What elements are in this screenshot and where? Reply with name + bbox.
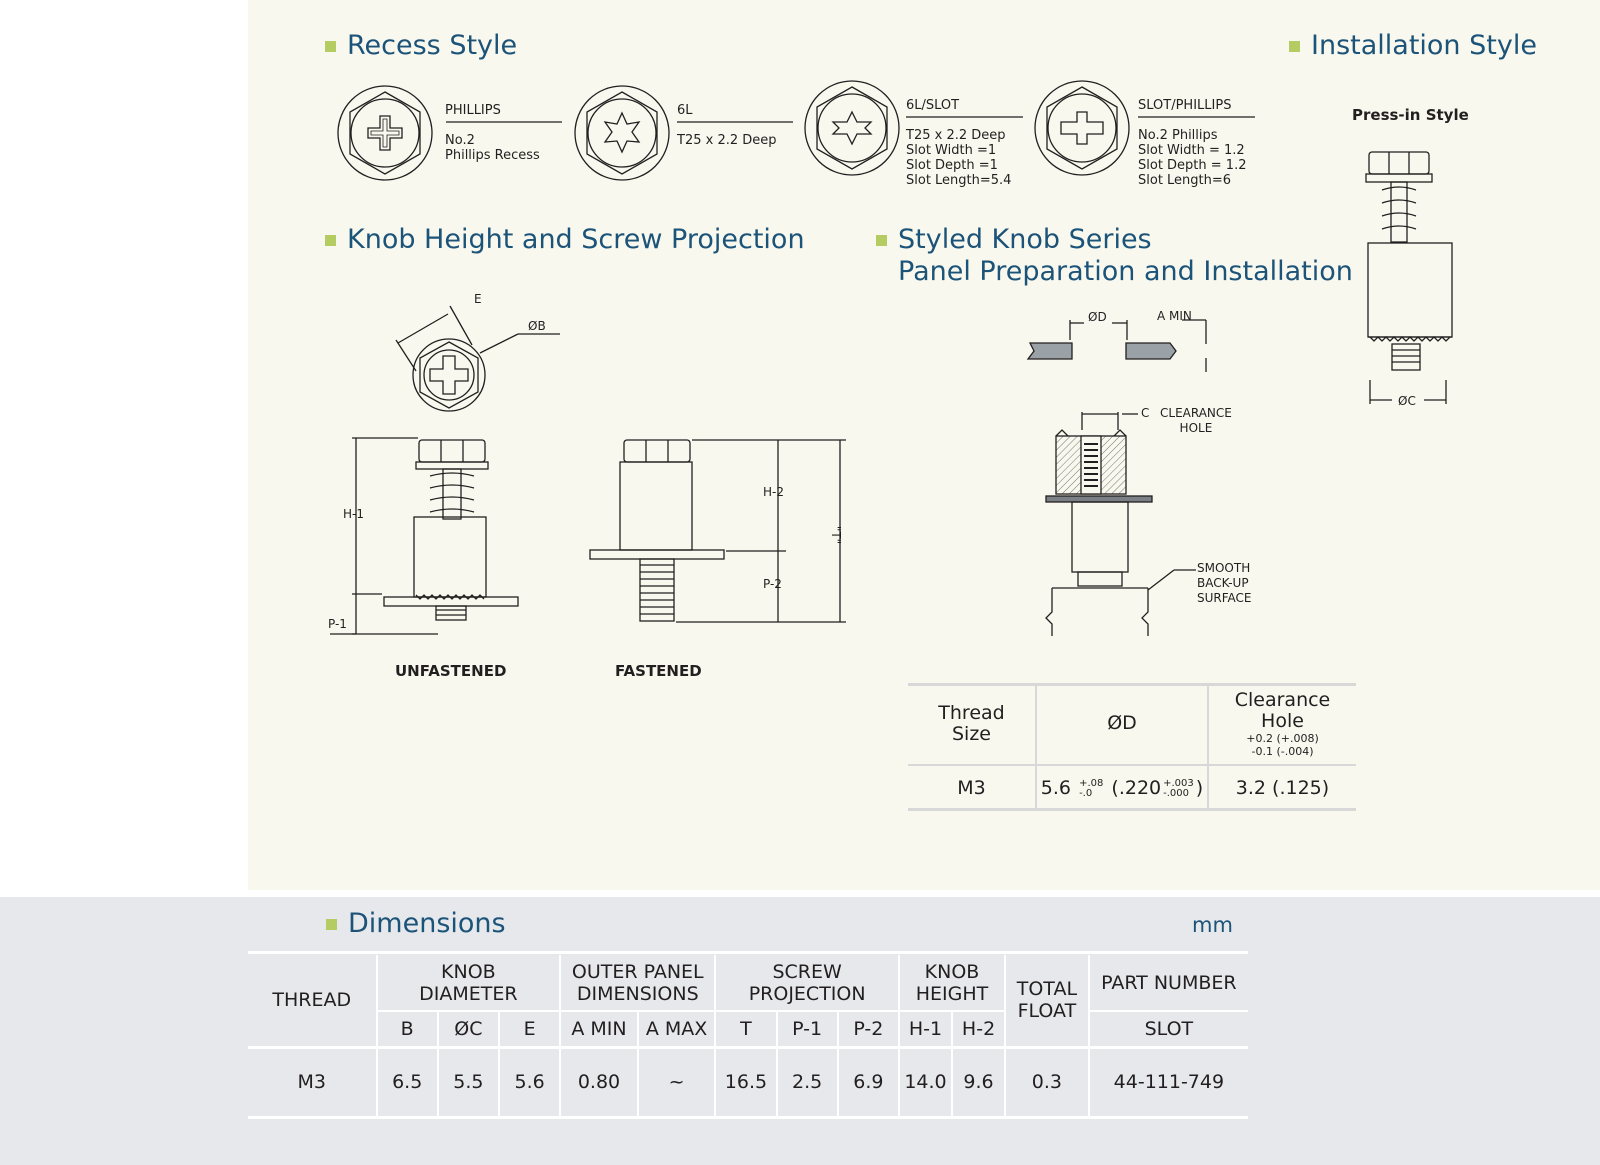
cell-clearance: 3.2 (.125)	[1207, 765, 1356, 810]
bullet-icon	[876, 235, 887, 246]
cell-b: 6.5	[375, 1047, 438, 1119]
dim-e-label: E	[474, 292, 482, 306]
table-rule	[248, 951, 1248, 954]
cell-h2: 9.6	[951, 1047, 1006, 1119]
header-knob-height: KNOB HEIGHT	[897, 955, 1006, 1012]
dimensions-table: THREAD KNOB DIAMETER OUTER PANEL DIMENSI…	[248, 955, 1248, 1119]
recess-slot-phillips-label: SLOT/PHILLIPS	[1138, 98, 1232, 113]
header-p2: P-2	[836, 1011, 899, 1049]
styled-knob-heading: Styled Knob Series Panel Preparation and…	[876, 224, 1353, 288]
recess-6l-slot-label: 6L/SLOT	[906, 98, 960, 113]
header-slot: SLOT	[1087, 1011, 1248, 1049]
header-thread-size: Thread Size	[908, 683, 1036, 766]
dim-b-label: ØB	[528, 319, 546, 333]
header-e: E	[497, 1011, 561, 1049]
header-thread: THREAD	[248, 955, 377, 1049]
clearance-hole-label: CLEARANCE HOLE	[1160, 406, 1232, 435]
recess-6l-label: 6L	[677, 103, 693, 118]
cell-part-number: 44-111-749	[1087, 1047, 1248, 1119]
header-oc: ØC	[436, 1011, 499, 1049]
recess-6l-slot-desc: T25 x 2.2 Deep Slot Width =1 Slot Depth …	[906, 128, 1012, 188]
header-part-number: PART NUMBER	[1087, 955, 1248, 1012]
clearance-hole-table: Thread Size ØD Clearance Hole +0.2 (+.00…	[908, 683, 1356, 810]
dim-h2-label: H-2	[763, 485, 784, 499]
unfastened-caption: UNFASTENED	[395, 662, 507, 680]
cell-h1: 14.0	[897, 1047, 953, 1119]
bullet-icon	[325, 41, 336, 52]
header-screw-projection: SCREW PROJECTION	[714, 955, 899, 1012]
cell-t: 16.5	[714, 1047, 777, 1119]
cell-total-float: 0.3	[1004, 1047, 1089, 1119]
header-total-float: TOTAL FLOAT	[1004, 955, 1089, 1049]
header-od: ØD	[1035, 683, 1208, 766]
bullet-icon	[325, 235, 336, 246]
dimensions-heading: Dimensions	[326, 908, 506, 940]
smooth-surface-label: SMOOTH BACK-UP SURFACE	[1197, 561, 1252, 605]
header-knob-diameter: KNOB DIAMETER	[375, 955, 561, 1012]
fastened-caption: FASTENED	[615, 662, 702, 680]
dim-h1-label: H-1	[343, 507, 364, 521]
header-clearance-hole: Clearance Hole +0.2 (+.008) -0.1 (-.004)	[1207, 683, 1356, 766]
cell-thread: M3	[957, 777, 986, 799]
dim-d-label: ØD	[1088, 310, 1107, 324]
install-dim-c: ØC	[1398, 394, 1416, 408]
header-p1: P-1	[775, 1011, 838, 1049]
table-header-row: THREAD KNOB DIAMETER OUTER PANEL DIMENSI…	[248, 955, 1248, 1049]
recess-phillips-label: PHILLIPS	[445, 103, 501, 118]
cell-od: 5.6 +.08-.0 (.220+.003-.000)	[1035, 765, 1208, 810]
bullet-icon	[326, 919, 337, 930]
dim-amin-label: A MIN	[1157, 309, 1192, 323]
header-outer-panel: OUTER PANEL DIMENSIONS	[559, 955, 716, 1012]
header-a-min: A MIN	[559, 1011, 638, 1049]
header-a-max: A MAX	[636, 1011, 716, 1049]
table-row: M3 5.6 +.08-.0 (.220+.003-.000) 3.2 (.12…	[908, 765, 1356, 810]
header-b: B	[375, 1011, 438, 1049]
cell-a-max: ~	[636, 1047, 716, 1119]
recess-6l-desc: T25 x 2.2 Deep	[677, 133, 777, 148]
table-rule	[908, 808, 1356, 811]
dim-t-label: "T"	[829, 525, 844, 545]
header-h1: H-1	[897, 1011, 953, 1049]
dim-c-label: C	[1141, 406, 1150, 420]
knob-height-heading: Knob Height and Screw Projection	[325, 224, 805, 256]
recess-style-heading: Recess Style	[325, 30, 517, 62]
recess-phillips-desc: No.2 Phillips Recess	[445, 133, 540, 163]
cell-p1: 2.5	[775, 1047, 838, 1119]
header-t: T	[714, 1011, 777, 1049]
dim-p1-label: P-1	[328, 617, 347, 631]
press-in-style-caption: Press-in Style	[1352, 106, 1469, 124]
cell-a-min: 0.80	[559, 1047, 638, 1119]
unit-label: mm	[1192, 913, 1233, 937]
dim-p2-label: P-2	[763, 577, 782, 591]
cell-oc: 5.5	[436, 1047, 499, 1119]
cell-thread: M3	[248, 1047, 377, 1119]
installation-style-heading: Installation Style	[1289, 30, 1537, 62]
bullet-icon	[1289, 41, 1300, 52]
header-h2: H-2	[951, 1011, 1006, 1049]
cell-e: 5.6	[497, 1047, 561, 1119]
table-subheader-row: B ØC E A MIN A MAX T P-1 P-2 H-1 H-2 SLO…	[248, 1011, 1248, 1049]
table-row: M3 6.5 5.5 5.6 0.80 ~ 16.5 2.5 6.9 14.0 …	[248, 1047, 1248, 1119]
recess-slot-phillips-desc: No.2 Phillips Slot Width = 1.2 Slot Dept…	[1138, 128, 1247, 188]
table-header-row: Thread Size ØD Clearance Hole +0.2 (+.00…	[908, 683, 1356, 766]
cell-p2: 6.9	[836, 1047, 899, 1119]
